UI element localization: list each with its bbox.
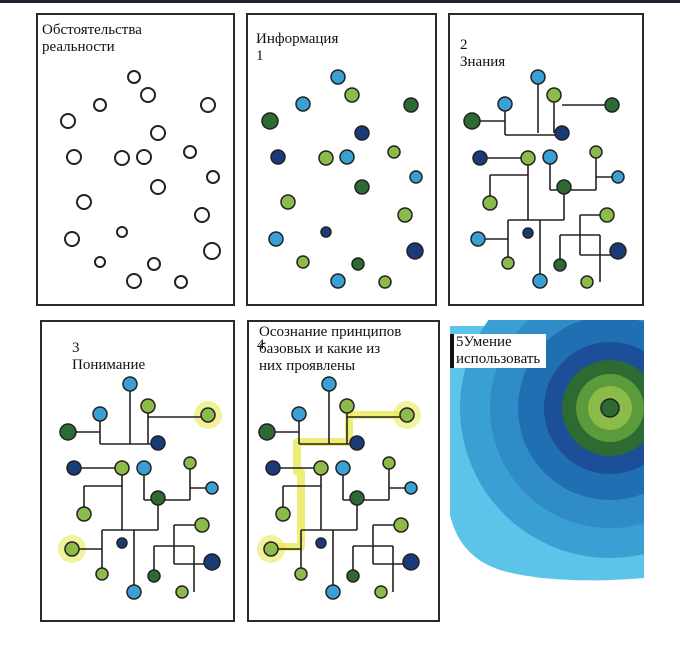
ability-target-rings xyxy=(450,320,644,622)
panel-information-label: Информация 1 xyxy=(256,31,339,64)
reality-circles xyxy=(60,70,221,289)
panel-principles-label: Осознание принципов базовых и какие из н… xyxy=(259,324,402,374)
panel-knowledge-label: 2 Знания xyxy=(460,37,506,70)
principles-network xyxy=(257,376,421,600)
panel-reality-label: Обстоятельства реальности xyxy=(42,22,142,55)
top-border-strip xyxy=(0,0,680,3)
panel-understanding-label: 3 Понимание xyxy=(72,340,146,373)
knowledge-network xyxy=(463,69,627,289)
panel-understanding: 3 Понимание xyxy=(40,320,235,622)
panel-knowledge: 2 Знания xyxy=(448,13,644,306)
understanding-network xyxy=(58,376,222,600)
panel-ability-label: 5Умение использовать xyxy=(450,334,547,368)
panel-information: Информация 1 xyxy=(246,13,437,306)
highlighted-path xyxy=(271,411,407,551)
panel-principles: 4 Осознание принципов базовых и какие из… xyxy=(247,320,440,622)
panel-ability: 5Умение использовать xyxy=(450,320,644,622)
information-dots xyxy=(261,69,424,289)
panel-principles-number: 4 xyxy=(257,337,265,353)
panel-reality: Обстоятельства реальности xyxy=(36,13,235,306)
